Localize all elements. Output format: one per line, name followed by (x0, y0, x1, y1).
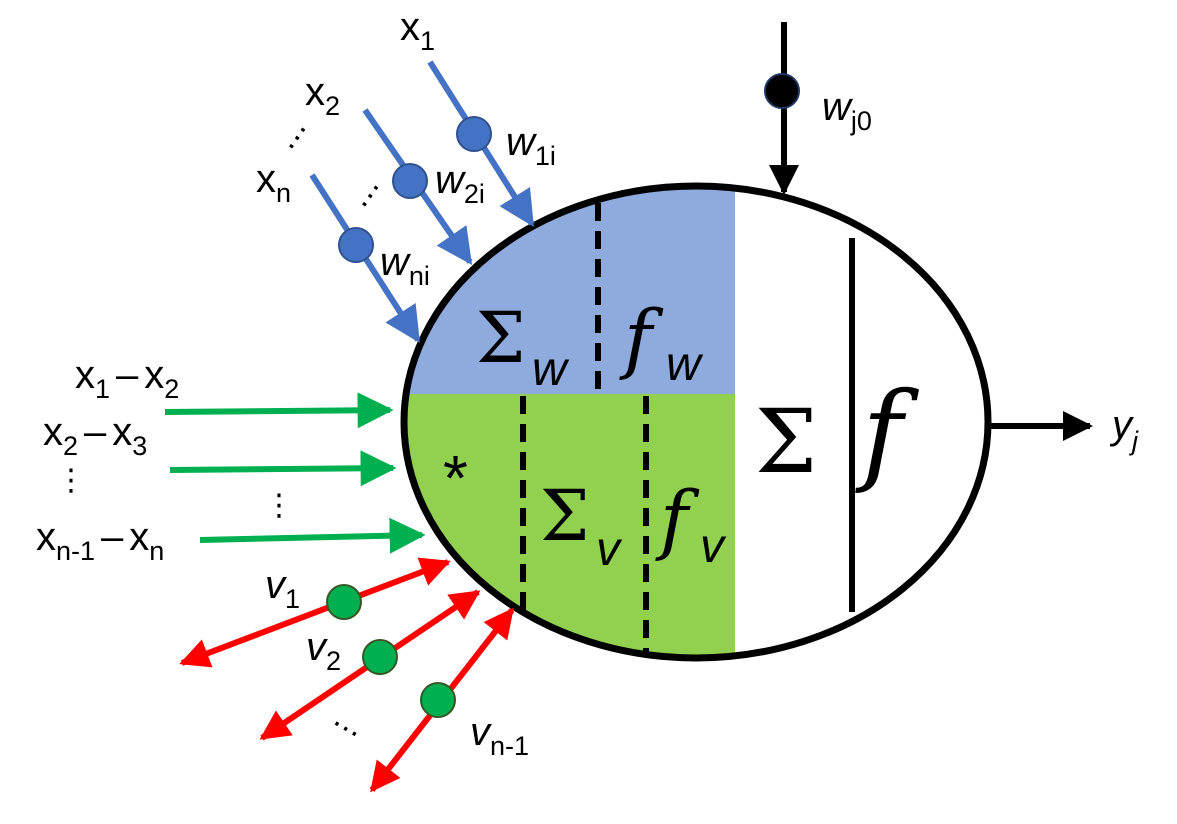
f-v-subscript: v (700, 520, 727, 573)
weight-label-1: w1i (506, 120, 556, 171)
weight-node-2 (392, 163, 428, 199)
sigma-v-symbol: Σ (540, 475, 590, 557)
bias-node (764, 73, 800, 109)
input-label-2: x2 (305, 70, 340, 121)
v-label-n: vn-1 (470, 710, 529, 761)
ellipsis-bottom: ⋯ (325, 707, 367, 751)
sigma-w-subscript: w (532, 343, 570, 396)
neuron-regions (404, 186, 735, 658)
weight-label-2: w2i (435, 158, 485, 209)
v-node-n (420, 682, 456, 718)
neuron-body (400, 182, 992, 662)
ellipsis-top-1: ⋯ (275, 116, 319, 160)
input-label-1: x1 (400, 5, 435, 56)
diff-label-2: x2–x3 (43, 410, 147, 461)
bias-label: wj0 (822, 85, 872, 136)
f-symbol: f (855, 368, 919, 496)
sigma-w-symbol: Σ (476, 297, 526, 379)
input-label-n: xn (256, 157, 291, 208)
v-label-2: v2 (306, 625, 341, 676)
diff-arrow-2 (169, 450, 397, 487)
ellipsis-top-2: ⋯ (348, 174, 392, 218)
v-label-1: v1 (265, 563, 300, 614)
bias-input: wj0 (764, 22, 872, 195)
v-node-1 (326, 584, 362, 620)
difference-inputs: x1–x2 x2–x3 xn-1–xn ⋮ ⋮ (36, 353, 426, 566)
diff-arrow-1 (164, 392, 394, 429)
v-node-2 (362, 639, 398, 675)
diff-label-1: x1–x2 (75, 353, 179, 404)
v-outputs: v1 v2 vn-1 ⋯ (179, 557, 529, 793)
sigma-symbol: Σ (755, 390, 817, 493)
f-w-subscript: w (666, 338, 704, 391)
output-label: yj (1109, 403, 1139, 456)
weight-node-1 (456, 116, 492, 152)
diff-label-n: xn-1–xn (36, 515, 164, 566)
ellipsis-mid-2: ⋮ (264, 489, 294, 522)
star-symbol: * (443, 442, 468, 514)
sigma-v-subscript: v (596, 523, 623, 576)
output: yj (990, 403, 1139, 456)
weight-label-n: wni (380, 240, 430, 291)
ellipsis-mid-1: ⋮ (56, 464, 86, 497)
diff-arrow-n (199, 517, 426, 554)
weight-node-n (338, 227, 374, 263)
weighted-inputs: x1 x2 xn w1i w2i wni ⋯ ⋯ (256, 5, 556, 344)
